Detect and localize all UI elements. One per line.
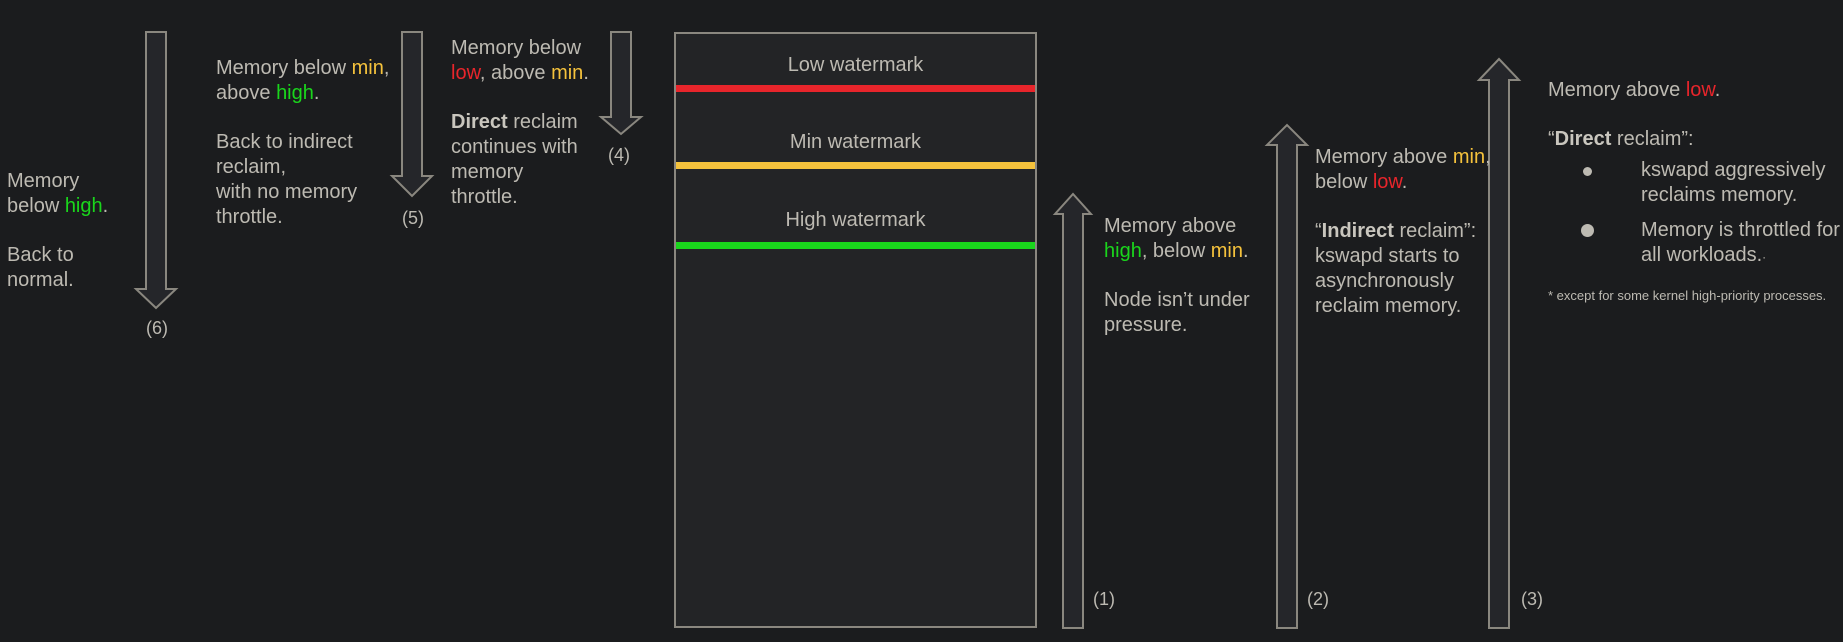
arrow-down-5 bbox=[389, 31, 435, 198]
arrow-up-1 bbox=[1052, 192, 1094, 629]
s4-low: low bbox=[451, 62, 480, 84]
low-watermark-label: Low watermark bbox=[787, 54, 924, 76]
s2-low: low bbox=[1372, 171, 1402, 193]
s4-min: min bbox=[551, 62, 584, 84]
s2-text-a: Memory above bbox=[1315, 146, 1453, 168]
step-3-text: Memory above low. “Direct reclaim”: kswa… bbox=[1548, 78, 1843, 280]
s3-text-c: . bbox=[1714, 79, 1721, 101]
step-6-text: Memory below high. Back to normal. bbox=[7, 169, 127, 293]
s5-line2: Back to indirect reclaim, bbox=[216, 131, 353, 178]
s3-bullet-text: Memory is throttled for all workloads. bbox=[1641, 219, 1840, 266]
step-number-3: (3) bbox=[1521, 589, 1543, 609]
step-1-text: Memory above high, below min. Node isn’t… bbox=[1104, 214, 1274, 338]
arrow-up-2 bbox=[1264, 123, 1310, 629]
min-watermark-label: Min watermark bbox=[789, 131, 922, 153]
s5-text-d: . bbox=[313, 82, 320, 104]
step-number-5: (5) bbox=[402, 208, 424, 228]
arrow-down-6 bbox=[133, 31, 179, 310]
s2-text-b: , below bbox=[1315, 146, 1491, 193]
s1-text-b: , below bbox=[1141, 240, 1211, 262]
step-number-6: (6) bbox=[146, 318, 168, 338]
step-number-1: (1) bbox=[1093, 589, 1115, 609]
s6-text-b: below bbox=[7, 195, 65, 217]
s1-text-a: Memory above bbox=[1104, 215, 1237, 237]
s4-text-c: . bbox=[583, 62, 589, 84]
s2-quote-rest: reclaim”: bbox=[1393, 220, 1477, 242]
step-4-text: Memory below low, above min. Direct recl… bbox=[451, 36, 601, 210]
step-number-2: (2) bbox=[1307, 589, 1329, 609]
s2-text-c: . bbox=[1401, 171, 1408, 193]
s3-bold: Direct bbox=[1554, 128, 1612, 150]
high-watermark-label: High watermark bbox=[785, 209, 926, 231]
arrow-down-4 bbox=[598, 31, 644, 136]
step-2-text: Memory above min, below low. “Indirect r… bbox=[1315, 145, 1495, 319]
s4-bold: Direct bbox=[451, 111, 508, 133]
s5-text-b: , bbox=[383, 57, 390, 79]
s2-quote-open: “ bbox=[1315, 220, 1322, 242]
s3-bullet-item: Memory is throttled for all workloads.· bbox=[1548, 218, 1843, 270]
s3-bullet-text: kswapd aggressively reclaims memory. bbox=[1641, 159, 1826, 206]
s5-line3: with no memory throttle. bbox=[216, 181, 358, 228]
memory-box: Low watermark Min watermark High waterma… bbox=[674, 32, 1037, 628]
bullet-dot-icon bbox=[1583, 167, 1592, 176]
step-number-4: (4) bbox=[608, 145, 630, 165]
s5-min: min bbox=[351, 57, 384, 79]
s2-body: kswapd starts to asynchronously reclaim … bbox=[1315, 245, 1462, 317]
s6-text-d: Back to bbox=[7, 244, 74, 266]
s1-high: high bbox=[1104, 240, 1142, 262]
min-watermark-line bbox=[676, 162, 1035, 169]
s5-text-c: above bbox=[216, 82, 277, 104]
footnote: * except for some kernel high-priority p… bbox=[1548, 288, 1827, 303]
s6-text-a: Memory bbox=[7, 170, 80, 192]
s4-text-a: Memory below bbox=[451, 37, 582, 59]
step-5-text: Memory below min, above high. Back to in… bbox=[216, 56, 401, 230]
s5-text-a: Memory below bbox=[216, 57, 352, 79]
s3-bullet-list: kswapd aggressively reclaims memory. Mem… bbox=[1548, 158, 1843, 270]
s5-high: high bbox=[276, 82, 314, 104]
s4-rest: reclaim continues with memory throttle. bbox=[451, 111, 578, 208]
s3-quote-rest: reclaim”: bbox=[1611, 128, 1694, 150]
s6-high: high bbox=[64, 195, 103, 217]
s3-bullet-item: kswapd aggressively reclaims memory. bbox=[1548, 158, 1843, 208]
s1-text-c: . bbox=[1242, 240, 1249, 262]
s2-min: min bbox=[1452, 146, 1486, 168]
s2-bold: Indirect bbox=[1321, 220, 1394, 242]
s3-low: low bbox=[1685, 79, 1715, 101]
s1-line2: Node isn’t under pressure. bbox=[1104, 289, 1250, 336]
s4-text-b: , above bbox=[479, 62, 552, 84]
bullet-dot-icon bbox=[1581, 224, 1594, 237]
s6-text-c: . bbox=[102, 195, 109, 217]
s1-min: min bbox=[1210, 240, 1243, 262]
low-watermark-line bbox=[676, 85, 1035, 92]
arrow-up-3 bbox=[1476, 57, 1522, 629]
s3-text-a: Memory above bbox=[1548, 79, 1686, 101]
s3-quote-open: “ bbox=[1548, 128, 1555, 150]
s3-mark: · bbox=[1762, 250, 1767, 264]
high-watermark-line bbox=[676, 242, 1035, 249]
s6-text-e: normal. bbox=[7, 269, 74, 291]
